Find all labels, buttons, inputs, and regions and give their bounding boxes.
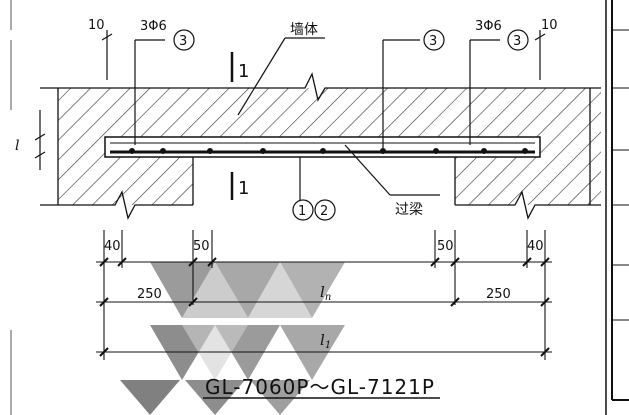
dim-250-right: 250 bbox=[486, 287, 511, 302]
callout-2: 2 bbox=[320, 204, 328, 219]
section-mark-top: 1 bbox=[238, 61, 249, 82]
cover-label-left: 10 bbox=[88, 18, 105, 33]
callout-circles bbox=[173, 29, 529, 221]
left-elevation-dim bbox=[34, 110, 46, 170]
lintel-beam bbox=[104, 136, 541, 158]
dim-40-right: 40 bbox=[527, 239, 544, 254]
lintel-label: 过梁 bbox=[395, 202, 423, 218]
rebar-dots bbox=[129, 148, 528, 154]
section-mark-bottom: 1 bbox=[238, 178, 249, 199]
dimension-lines bbox=[96, 230, 552, 360]
hook-length-label: l bbox=[15, 138, 19, 154]
dim-ln: ln bbox=[320, 283, 331, 303]
drawing-caption: GL-7060P～GL-7121P bbox=[205, 375, 435, 399]
dim-250-left: 250 bbox=[137, 287, 162, 302]
dim-50-left: 50 bbox=[193, 239, 210, 254]
callout-3-right: 3 bbox=[513, 34, 521, 49]
cover-label-right: 10 bbox=[541, 18, 558, 33]
dim-40-left: 40 bbox=[104, 239, 121, 254]
wall-label: 墙体 bbox=[290, 22, 318, 38]
title-block-frame bbox=[605, 0, 629, 415]
callout-3-left: 3 bbox=[179, 34, 187, 49]
wall-outline bbox=[40, 72, 601, 220]
callout-1: 1 bbox=[298, 204, 306, 219]
callout-3-mid: 3 bbox=[429, 34, 437, 49]
dim-50-right: 50 bbox=[437, 239, 454, 254]
rebar-spec-left: 3Φ6 bbox=[140, 19, 167, 34]
dim-l1: l1 bbox=[320, 331, 331, 351]
dimension-ticks bbox=[99, 257, 550, 357]
rebar-spec-right: 3Φ6 bbox=[475, 19, 502, 34]
top-annotations bbox=[101, 30, 546, 200]
